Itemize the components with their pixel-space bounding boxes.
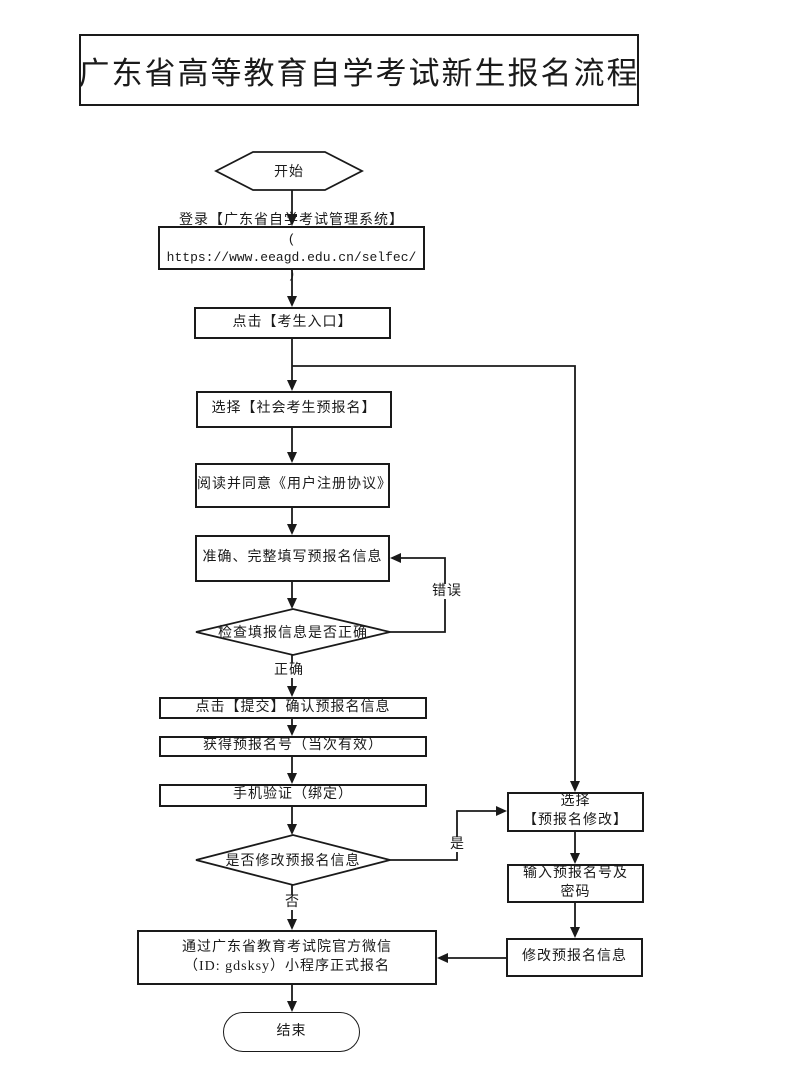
arrowhead: [287, 524, 297, 535]
arrowhead: [287, 824, 297, 835]
node-input-number-password: 输入预报名号及 密码: [507, 864, 644, 903]
node-check-info-decision: 检查填报信息是否正确: [218, 626, 368, 641]
node-choose-social-preregistration: 选择【社会考生预报名】: [196, 391, 392, 428]
node-official-registration: 通过广东省教育考试院官方微信 （ID: gdsksy）小程序正式报名: [137, 930, 437, 985]
node-obtain-number: 获得预报名号（当次有效）: [159, 736, 427, 757]
node-choose-modify: 选择 【预报名修改】: [507, 792, 644, 832]
node-phone-verification: 手机验证（绑定）: [159, 784, 427, 807]
node-login-system: 登录【广东省自学考试管理系统】 ( https://www.eeagd.edu.…: [158, 213, 425, 282]
node-login-line1: 登录【广东省自学考试管理系统】: [179, 213, 404, 229]
node-modify-info: 修改预报名信息: [506, 938, 643, 977]
page-title-text: 广东省高等教育自学考试新生报名流程: [78, 55, 640, 91]
arrowhead: [570, 927, 580, 938]
edge-label-yes: 是: [448, 837, 467, 853]
arrowhead: [287, 686, 297, 697]
arrowhead: [437, 953, 448, 963]
node-official-line2: （ID: gdsksy）小程序正式报名: [183, 958, 391, 974]
node-user-agreement: 阅读并同意《用户注册协议》: [195, 463, 391, 508]
arrowhead: [390, 553, 401, 563]
edge-entry-choosemodify-branch: [292, 365, 576, 790]
arrowhead: [287, 1001, 297, 1012]
arrowhead: [570, 853, 580, 864]
page-title: 广东省高等教育自学考试新生报名流程: [79, 34, 639, 106]
arrowhead: [287, 452, 297, 463]
arrowhead: [496, 806, 507, 816]
node-candidate-entry: 点击【考生入口】: [194, 307, 391, 339]
node-fill-preregistration-info: 准确、完整填写预报名信息: [195, 535, 390, 582]
edge-label-error: 错误: [430, 584, 464, 600]
arrowhead: [287, 215, 297, 226]
check-info-diamond-shape: [195, 608, 391, 656]
edge-yes-branch: [389, 810, 505, 861]
modify-decision-diamond-shape: [195, 834, 391, 886]
edge-label-correct: 正确: [272, 663, 306, 679]
edge-label-no: 否: [283, 895, 302, 911]
arrowhead: [287, 296, 297, 307]
node-login-url: ( https://www.eeagd.edu.cn/selfec/ ): [166, 232, 417, 283]
node-start: 开始: [274, 165, 304, 180]
arrowhead: [287, 725, 297, 736]
arrowhead: [287, 773, 297, 784]
arrowhead: [570, 781, 580, 792]
start-hexagon-shape: [214, 151, 364, 191]
node-end: 结束: [223, 1012, 360, 1052]
node-submit-confirm: 点击【提交】确认预报名信息: [159, 697, 427, 719]
node-modify-decision: 是否修改预报名信息: [225, 854, 361, 869]
arrowhead: [287, 380, 297, 391]
arrowhead: [287, 919, 297, 930]
arrowhead: [287, 598, 297, 609]
node-official-line1: 通过广东省教育考试院官方微信: [182, 939, 392, 955]
